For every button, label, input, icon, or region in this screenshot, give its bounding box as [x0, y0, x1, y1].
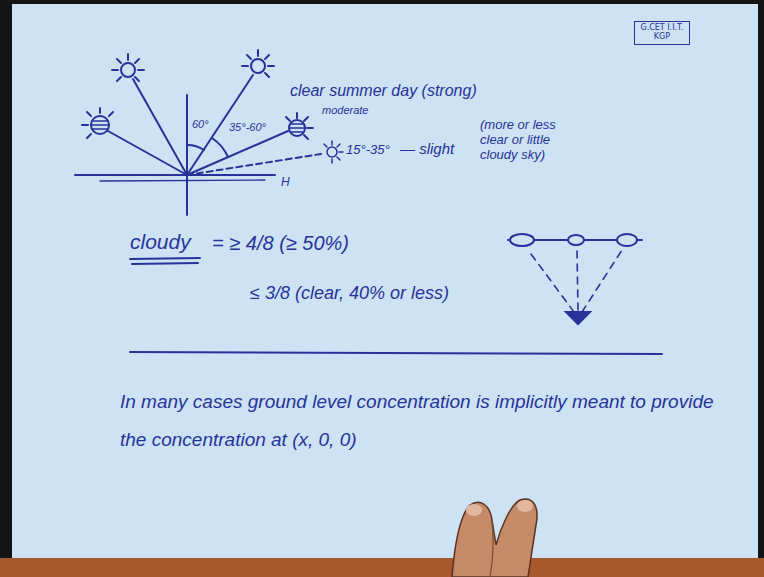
cloud-symbol	[568, 235, 584, 245]
horizon-line	[100, 180, 265, 181]
sun-symbol	[242, 50, 274, 77]
sun-line	[108, 131, 187, 175]
handwritten-label: 35°-60°	[229, 121, 266, 134]
separator-line	[130, 352, 662, 354]
angle-arc	[212, 138, 228, 157]
hatched-sun-symbol	[286, 113, 313, 139]
sight-line	[528, 250, 622, 312]
desk-edge	[0, 558, 764, 577]
hatched-sun-symbol	[82, 108, 113, 138]
handwritten-label: cloudy	[130, 230, 191, 254]
handwritten-label: ≤ 3/8 (clear, 40% or less)	[250, 283, 449, 304]
cloud-symbol	[617, 234, 637, 246]
handwritten-label: (more or less clear or little cloudy sky…	[480, 118, 568, 163]
paper-sheet	[12, 4, 758, 560]
cloud-symbol	[510, 234, 534, 246]
hand	[452, 499, 537, 577]
note-paragraph: In many cases ground level concentration…	[120, 383, 720, 459]
logo-stamp: G.CET I.I.T. KGP	[634, 21, 690, 45]
handwritten-label: H	[281, 176, 290, 190]
handwritten-label: = ≥ 4/8 (≥ 50%)	[212, 232, 349, 255]
handwritten-label: moderate	[322, 104, 368, 117]
double-underline	[130, 258, 200, 264]
angle-arc	[187, 145, 204, 150]
sun-symbol	[112, 54, 144, 81]
sun-line	[187, 131, 288, 175]
sun-angle-sketch	[75, 50, 662, 354]
sun-line	[187, 154, 321, 175]
sun-symbol	[324, 141, 343, 163]
handwritten-label: — slight	[400, 140, 454, 157]
handwritten-label: 15°-35°	[346, 143, 390, 158]
stamp-text: G.CET I.I.T. KGP	[638, 24, 686, 42]
eye-symbol	[566, 312, 590, 324]
handwritten-label: 60°	[192, 118, 209, 131]
handwritten-label: clear summer day (strong)	[290, 82, 477, 100]
vertical-axis	[186, 95, 188, 215]
horizon-line	[75, 174, 275, 176]
